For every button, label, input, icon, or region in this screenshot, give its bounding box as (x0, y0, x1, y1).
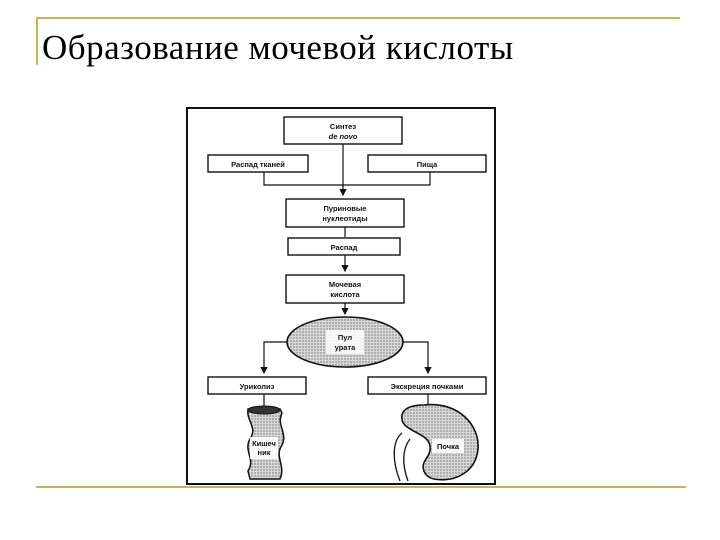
top-decor-line (36, 17, 680, 19)
urate-pool-label-bg (326, 330, 364, 354)
food-box (367, 154, 487, 173)
uricolysis-label: Уриколиз (240, 382, 275, 391)
urate-pool-sublabel: урата (335, 343, 356, 352)
uric-acid-label: Мочевая (329, 280, 361, 289)
excretion-arrow (403, 341, 432, 375)
tissue-connector (263, 172, 343, 186)
slide-title: Образование мочевой кислоты (42, 28, 514, 67)
purine-box (285, 198, 405, 228)
renal-excretion-label: Экскреция почками (391, 382, 464, 391)
purine-sublabel: нуклеотиды (322, 214, 367, 223)
kidney-picture: Почка (393, 403, 479, 482)
left-decor-line (36, 17, 38, 65)
breakdown-label: Распад (331, 243, 358, 252)
food-connector (343, 172, 431, 186)
uricolysis-arrow (260, 341, 287, 375)
breakdown-box (287, 237, 401, 256)
urate-pool-label: Пул (338, 333, 352, 342)
synthesis-sublabel: de novo (329, 132, 358, 141)
uric-acid-formation-diagram: Синтез de novo Распад тканей Пища Пурино… (186, 107, 496, 485)
intestine-label: Кишеч (252, 439, 276, 448)
tissue-breakdown-box (207, 154, 309, 173)
synthesis-label: Синтез (330, 122, 356, 131)
diagram-canvas: Синтез de novo Распад тканей Пища Пурино… (207, 116, 487, 482)
renal-excretion-box (367, 376, 487, 395)
food-label: Пища (417, 160, 438, 169)
synthesis-box (283, 116, 403, 145)
purine-label: Пуриновые (324, 204, 367, 213)
uric-acid-sublabel: кислота (330, 290, 360, 299)
tissue-breakdown-label: Распад тканей (231, 160, 285, 169)
bottom-decor-line (36, 486, 686, 488)
intestine-picture: Кишеч ник (247, 405, 285, 480)
uricolysis-box (207, 376, 307, 395)
intestine-sublabel: ник (258, 448, 271, 457)
kidney-label: Почка (437, 442, 460, 451)
